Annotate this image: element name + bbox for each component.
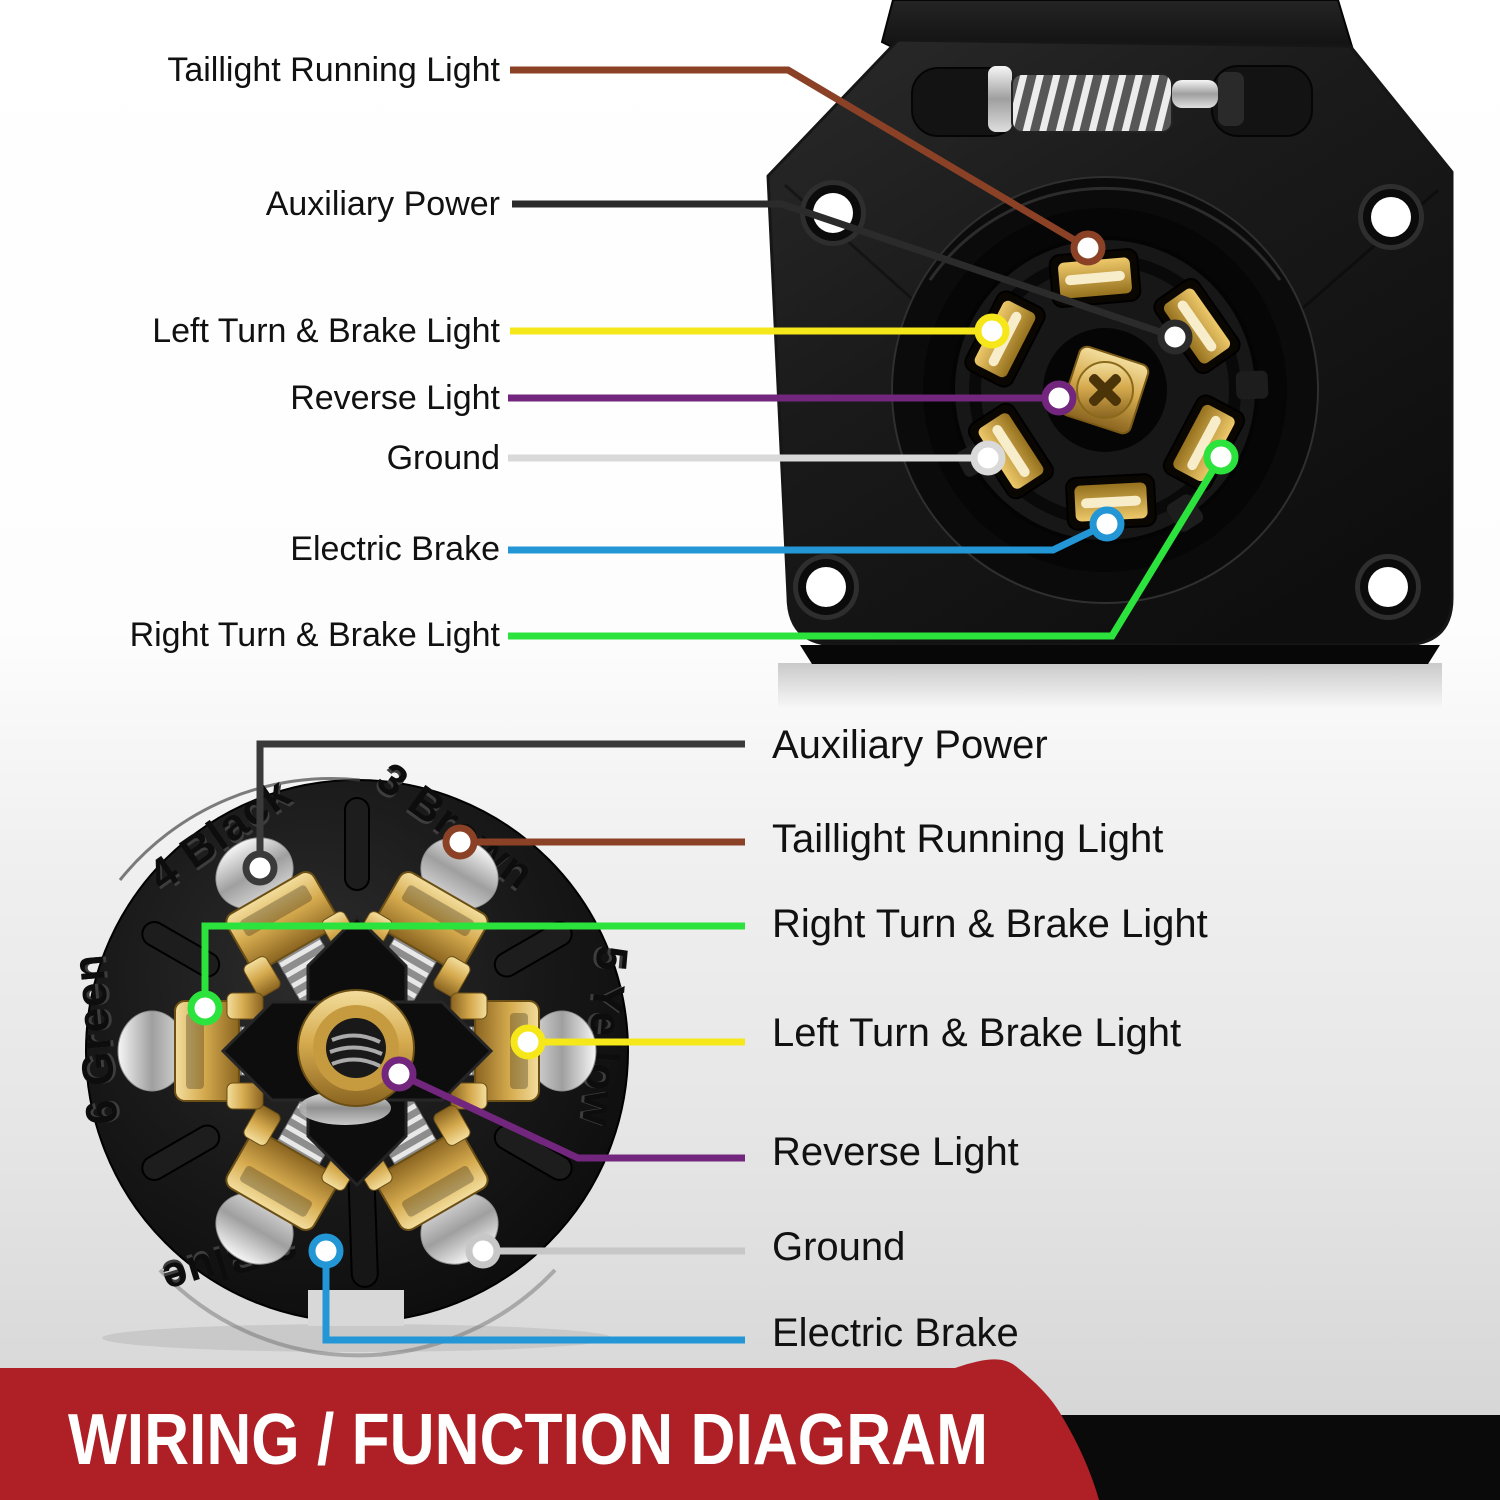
wire-taillight-running-light bbox=[510, 66, 1090, 252]
socket-pin-electric-brake bbox=[1065, 473, 1157, 531]
label-left-turn-brake: Left Turn & Brake Light bbox=[152, 312, 500, 350]
label-taillight-running-light: Taillight Running Light bbox=[167, 51, 500, 89]
wire-electric-brake bbox=[508, 520, 1109, 554]
plate-bottom-edge bbox=[800, 645, 1440, 664]
pin-dot-taillight bbox=[442, 824, 478, 860]
banner-ribbon bbox=[0, 1359, 1099, 1500]
socket-pin-ground bbox=[968, 402, 1054, 500]
pin-dot-reverse bbox=[381, 1056, 417, 1092]
label-ground: Ground bbox=[387, 439, 500, 477]
label-reverse-light: Reverse Light bbox=[290, 379, 500, 417]
socket-assembly bbox=[766, 0, 1454, 709]
socket-pin-dots bbox=[970, 230, 1239, 542]
pin-dot-auxiliary bbox=[242, 850, 278, 886]
thread-lines bbox=[329, 1033, 383, 1068]
socket-keyway-tab bbox=[1235, 370, 1269, 400]
mounting-hole bbox=[793, 554, 859, 620]
pin-dot-left-turn bbox=[510, 1024, 546, 1060]
socket-callout-wires bbox=[508, 66, 1224, 640]
wire-auxiliary-power bbox=[256, 740, 745, 868]
mounting-hole bbox=[1355, 554, 1421, 620]
banner-corner-block bbox=[1040, 1415, 1500, 1500]
pin-dot-right-turn bbox=[187, 990, 223, 1026]
pin-dot-reverse bbox=[1041, 380, 1077, 416]
label-right-turn-brake: Right Turn & Brake Light bbox=[772, 902, 1208, 946]
label-auxiliary-power: Auxiliary Power bbox=[266, 185, 500, 223]
socket-pin-right-turn bbox=[1162, 394, 1246, 492]
socket-center-terminal bbox=[1043, 328, 1167, 452]
banner: WIRING / FUNCTION DIAGRAM bbox=[0, 1359, 1500, 1500]
hinge-collar bbox=[988, 66, 1012, 132]
mounting-hole bbox=[1358, 184, 1424, 250]
wire-right-turn-brake bbox=[201, 922, 745, 1008]
pin-dot-taillight bbox=[1070, 230, 1106, 266]
banner-title: WIRING / FUNCTION DIAGRAM bbox=[68, 1400, 988, 1480]
socket-hinge bbox=[911, 65, 1313, 137]
pin-dot-ground bbox=[465, 1233, 501, 1269]
label-auxiliary-power: Auxiliary Power bbox=[772, 723, 1048, 767]
plug-callout-wires bbox=[201, 740, 745, 1344]
label-electric-brake: Electric Brake bbox=[290, 530, 500, 568]
plug-rim-highlight bbox=[118, 776, 361, 881]
plug-labels: Auxiliary Power Taillight Running Light … bbox=[772, 723, 1208, 1355]
socket-reflection bbox=[778, 663, 1442, 709]
socket-pin-taillight bbox=[1048, 248, 1142, 308]
label-taillight-running-light: Taillight Running Light bbox=[772, 817, 1163, 861]
label-electric-brake: Electric Brake bbox=[772, 1311, 1019, 1355]
plug-rim-reflection bbox=[158, 1268, 557, 1358]
label-ground: Ground bbox=[772, 1225, 905, 1269]
socket-pin-auxiliary bbox=[1153, 277, 1241, 375]
label-right-turn-brake: Right Turn & Brake Light bbox=[130, 616, 501, 654]
wire-auxiliary-power bbox=[512, 200, 1177, 341]
pin-dot-electric-brake bbox=[308, 1233, 344, 1269]
wire-reverse-light bbox=[397, 1070, 745, 1162]
wire-electric-brake bbox=[322, 1251, 745, 1344]
label-left-turn-brake: Left Turn & Brake Light bbox=[772, 1011, 1181, 1055]
pin-dot-auxiliary bbox=[1157, 319, 1193, 355]
pin-dot-right-turn bbox=[1203, 439, 1239, 475]
label-reverse-light: Reverse Light bbox=[772, 1130, 1019, 1174]
hinge-pin bbox=[1172, 80, 1218, 108]
pin-dot-ground bbox=[970, 440, 1006, 476]
phillips-cross-icon bbox=[1088, 373, 1122, 407]
socket-labels: Taillight Running Light Auxiliary Power … bbox=[130, 51, 501, 654]
pin-dot-left-turn bbox=[974, 313, 1010, 349]
hinge-collar bbox=[1218, 72, 1244, 126]
plug-bottom-notch bbox=[308, 1290, 404, 1326]
socket-rim-highlight bbox=[928, 186, 1282, 281]
plug-pin-dots bbox=[187, 824, 546, 1269]
wire-right-turn-brake bbox=[508, 455, 1224, 640]
hinge-spring bbox=[1011, 73, 1173, 133]
pin-dot-electric-brake bbox=[1089, 506, 1125, 542]
